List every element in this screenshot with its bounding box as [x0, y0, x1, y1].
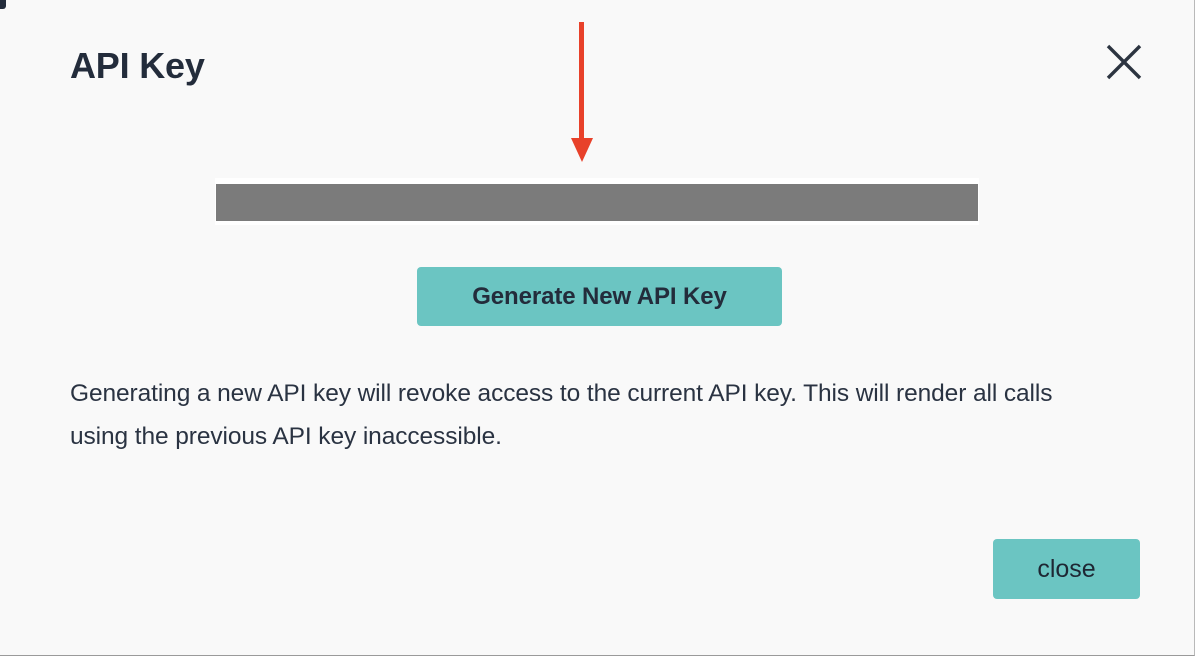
close-button[interactable]: close	[993, 539, 1140, 599]
page-title: API Key	[70, 45, 205, 86]
generate-new-api-key-button[interactable]: Generate New API Key	[417, 267, 782, 326]
close-x-icon	[1100, 38, 1148, 86]
warning-message: Generating a new API key will revoke acc…	[70, 380, 1053, 450]
window-corner-artifact	[0, 0, 6, 9]
api-key-redaction-overlay	[216, 184, 978, 221]
arrow-down-annotation-icon	[560, 18, 604, 168]
close-icon-button[interactable]	[1100, 38, 1148, 86]
